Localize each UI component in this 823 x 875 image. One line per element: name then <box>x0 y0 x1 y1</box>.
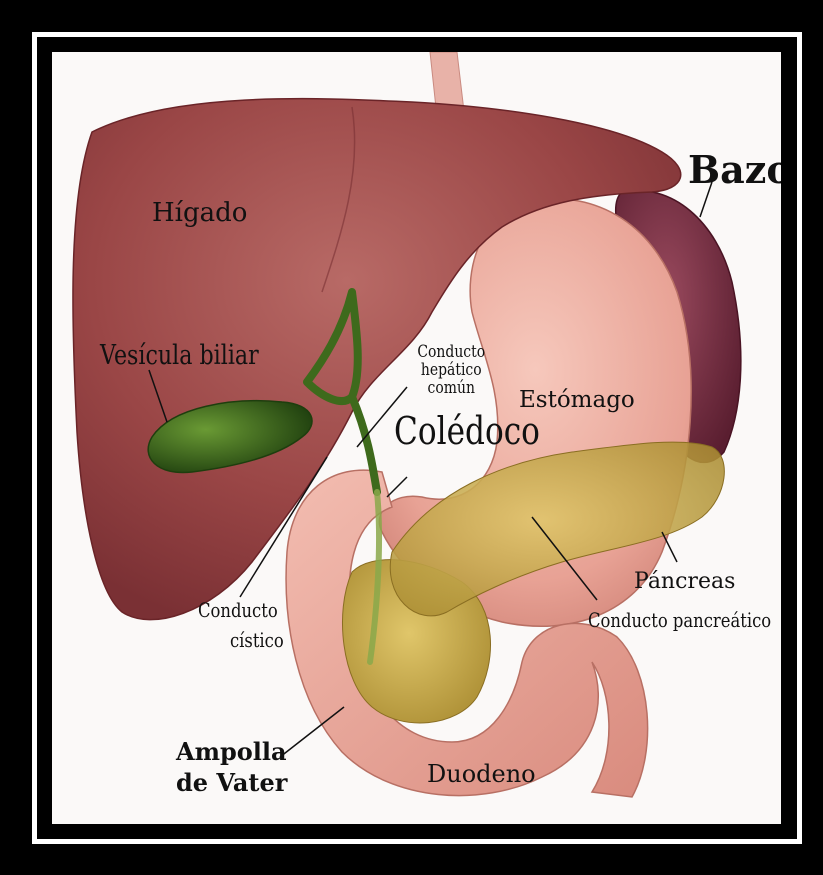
label-pancreas: Páncreas <box>634 570 735 593</box>
label-gallbladder: Vesícula biliar <box>100 342 259 370</box>
label-cystic-duct-line2: cístico <box>230 630 284 651</box>
label-pancreatic-duct: Conducto pancreático <box>588 610 771 631</box>
anatomy-illustration: Hígado Bazo Vesícula biliar Conducto hep… <box>52 52 781 824</box>
label-duodenum: Duodeno <box>427 762 536 787</box>
label-cystic-duct-line1: Conducto <box>198 600 278 621</box>
label-liver: Hígado <box>152 200 247 227</box>
label-ampulla-line1: Ampolla <box>176 739 287 764</box>
label-common-bile-duct: Colédoco <box>394 412 540 452</box>
label-ampulla-line2: de Vater <box>176 770 287 795</box>
label-common-hepatic-duct: Conducto hepático común <box>400 344 503 398</box>
label-spleen: Bazo <box>688 150 781 190</box>
